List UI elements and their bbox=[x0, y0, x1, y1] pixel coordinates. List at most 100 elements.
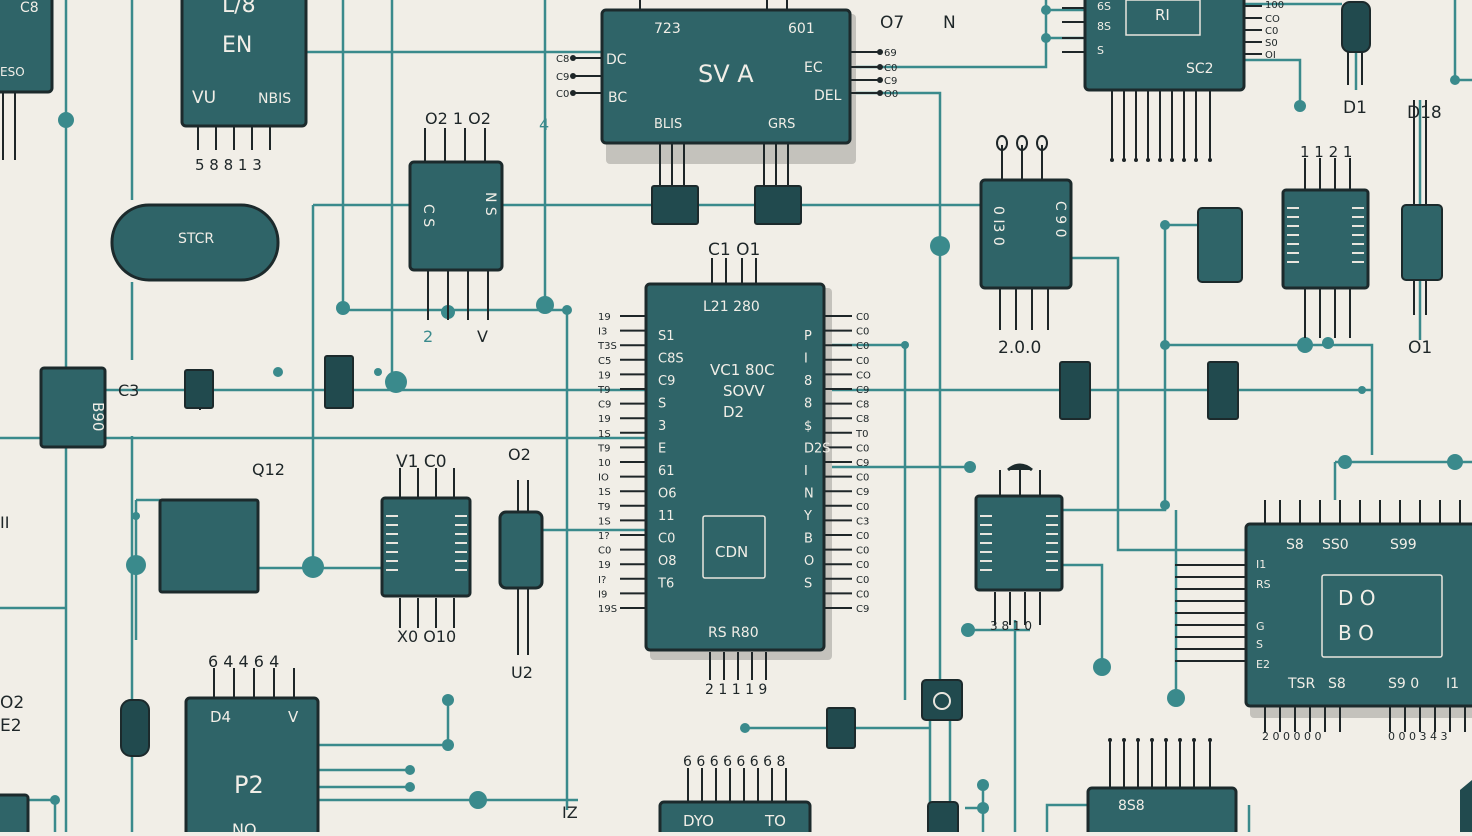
br-chip-center1: D O bbox=[1338, 586, 1376, 610]
chip-mcu bbox=[644, 282, 826, 652]
ri-right-pin-3: S0 bbox=[1265, 38, 1278, 49]
mcu-center1: VC1 80C bbox=[710, 361, 775, 379]
top-chip-right-pin-1: C0 bbox=[884, 63, 897, 74]
inner-panels bbox=[702, 0, 1443, 658]
chip-far-left bbox=[0, 0, 54, 94]
mcu-inner-left-label: T6 bbox=[657, 577, 674, 592]
mcu-right-pin-label: C9 bbox=[856, 458, 869, 469]
mcu-inner-right-label: I bbox=[804, 352, 808, 367]
bottom-mid-chip2: TO bbox=[764, 812, 786, 830]
mcu-right-pin-label: C0 bbox=[856, 531, 869, 542]
mcu-inner-left-label: S bbox=[658, 397, 666, 412]
top-chip-right-pin-0: 69 bbox=[884, 48, 897, 59]
mcu-right-pin-label: C0 bbox=[856, 560, 869, 571]
mcu-left-pin-label: 19 bbox=[598, 370, 611, 381]
top-chip-dc: DC bbox=[606, 52, 627, 68]
bottom-chip-bottom: NO bbox=[232, 820, 257, 832]
topleft-pins-label: 5 8 8 1 3 bbox=[195, 156, 262, 174]
br-chip-bottom3: S9 0 bbox=[1388, 676, 1419, 692]
mcu-inner-right-label: P bbox=[804, 329, 812, 344]
chip-square bbox=[158, 498, 260, 594]
pin-tips bbox=[570, 49, 1212, 742]
open-pin-rings bbox=[996, 135, 1048, 151]
br-chip-side-2: G bbox=[1256, 620, 1265, 633]
br-chip-side-0: I1 bbox=[1256, 558, 1266, 571]
topleft-chip-text1: L/8 bbox=[222, 0, 256, 18]
top-chip-del: DEL bbox=[814, 88, 842, 104]
small-chip-b1: 2 bbox=[423, 327, 433, 346]
top-chip-right-pin-2: C9 bbox=[884, 76, 897, 87]
mcu-inner-left-label: S1 bbox=[658, 329, 675, 344]
comp-r1 bbox=[1059, 361, 1091, 420]
mcu-right-pin-label: C0 bbox=[856, 356, 869, 367]
right-chip-side2: C 9 0 bbox=[1052, 201, 1068, 238]
bottom-right-chip-label: 8S8 bbox=[1118, 798, 1145, 814]
mcu-left-pin-label: I? bbox=[598, 575, 606, 586]
mcu-inner-right-label: O bbox=[804, 554, 814, 569]
mcu-inner-right-label: 8 bbox=[804, 374, 812, 389]
mcu-right-pin-label: C0 bbox=[856, 443, 869, 454]
topleft-chip-text3: VU bbox=[192, 88, 216, 108]
ri-right-pin-2: C0 bbox=[1265, 26, 1278, 37]
mcu-left-pin-label: I9 bbox=[598, 589, 607, 600]
br-chip-side-3: S bbox=[1256, 638, 1263, 651]
mcu-inner-right-label: N bbox=[804, 487, 814, 502]
br-chip-top3: S99 bbox=[1390, 537, 1417, 553]
small-chip-side2: N S bbox=[482, 192, 498, 216]
comp-right-small bbox=[1197, 207, 1243, 283]
bottom-mid-chip1: DYO bbox=[683, 812, 714, 830]
ri-right-pin-0: 100 bbox=[1265, 0, 1284, 11]
chip-bottom-right bbox=[1244, 522, 1472, 708]
mcu-top-label: L21 280 bbox=[703, 299, 760, 315]
top-chip-b2: GRS bbox=[768, 117, 795, 132]
hatch-lines bbox=[386, 207, 1364, 571]
d1b-label: D18 bbox=[1407, 103, 1442, 123]
top-chip-b1: BLIS bbox=[654, 117, 682, 132]
v1-c0-label: V1 C0 bbox=[396, 452, 447, 472]
e2-left-label: E2 bbox=[0, 716, 22, 736]
mcu-inner-right-label: 8 bbox=[804, 397, 812, 412]
mcu-inner-left-label: O8 bbox=[658, 554, 677, 569]
chip-bottom-rr bbox=[1086, 786, 1238, 836]
br-chip-top1: S8 bbox=[1286, 537, 1304, 553]
bottom-chip-center: P2 bbox=[234, 771, 264, 799]
far-left-chip-label: ESO bbox=[0, 65, 25, 79]
mcu-cdn: CDN bbox=[715, 543, 748, 561]
c3-label: C3 bbox=[118, 381, 139, 400]
mcu-inner-left-label: O6 bbox=[658, 487, 677, 502]
chip-mid-left bbox=[380, 496, 472, 598]
chip-small-upper bbox=[408, 160, 504, 272]
chip-col2 bbox=[1281, 188, 1370, 290]
top-chip-t1: 723 bbox=[654, 21, 681, 37]
mcu-right-pin-label: C8 bbox=[856, 414, 869, 425]
x0-o10-label: X0 O10 bbox=[397, 627, 456, 646]
chip-bottom-left bbox=[184, 696, 320, 836]
comp-bottom-a bbox=[826, 707, 856, 749]
ri-chip-label: RI bbox=[1155, 6, 1170, 24]
mcu-right-pin-label: C0 bbox=[856, 589, 869, 600]
mcu-left-pin-label: I3 bbox=[598, 327, 607, 338]
chip-top-center bbox=[600, 8, 852, 145]
comp-bottom-c bbox=[927, 801, 959, 836]
mcu-left-pin-label: C5 bbox=[598, 356, 611, 367]
small-chip-top: O2 1 O2 bbox=[425, 109, 491, 128]
br-chip-pins2: 0 0 0 3 4 3 bbox=[1388, 730, 1447, 743]
chip-mid-right bbox=[974, 494, 1064, 592]
left-box-label: B90 bbox=[89, 402, 107, 431]
mcu-right-pin-label: C8 bbox=[856, 400, 869, 411]
mcu-right-pin-label: C0 bbox=[856, 502, 869, 513]
top-chip-left-pin-2: C0 bbox=[556, 89, 569, 100]
d1-label: D1 bbox=[1343, 98, 1367, 118]
o2-left-label: O2 bbox=[0, 693, 24, 713]
chip-resistor-v bbox=[498, 510, 544, 590]
cap-d1 bbox=[1341, 1, 1371, 53]
mcu-left-pin-label: 19 bbox=[598, 560, 611, 571]
mcu-right-pin-label: CO bbox=[856, 370, 871, 381]
mcu-left-pin-label: 19 bbox=[598, 414, 611, 425]
mcu-right-pin-label: C0 bbox=[856, 312, 869, 323]
top-chip-right-pin-3: O0 bbox=[884, 89, 898, 100]
br-chip-bottom2: S8 bbox=[1328, 676, 1346, 692]
top-chip-center: SV A bbox=[698, 60, 754, 88]
